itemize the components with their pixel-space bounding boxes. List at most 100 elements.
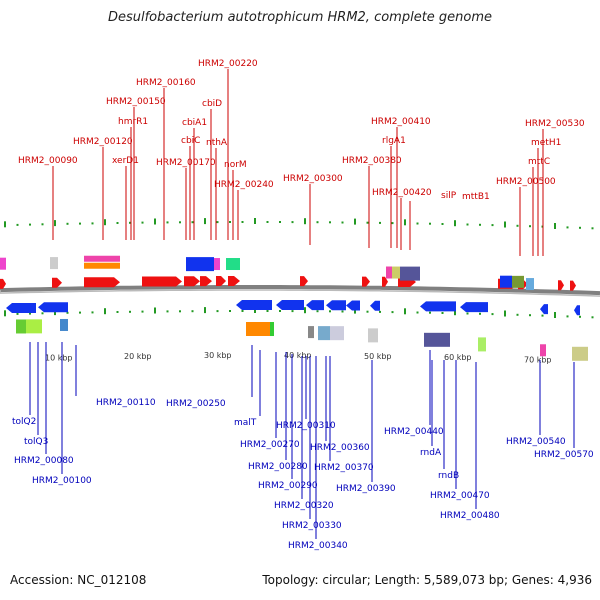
reverse-gene-label: HRM2_00280 [248, 462, 308, 472]
reverse-gene-label: HRM2_00340 [288, 541, 348, 551]
reverse-tick-mark [454, 309, 456, 316]
gene-feature-box [214, 258, 220, 271]
forward-tick-mark [441, 223, 444, 225]
gene-feature-box [386, 266, 392, 279]
forward-tick-mark [391, 222, 394, 225]
reverse-gene-label: HRM2_00320 [274, 501, 334, 511]
scale-label: 40 kbp [284, 351, 312, 360]
forward-gene-label: rlgA1 [382, 136, 406, 146]
reverse-gene-arrow [420, 301, 456, 312]
gene-feature-box [84, 262, 120, 269]
reverse-tick-mark [191, 310, 194, 313]
forward-gene-label: hmrR1 [118, 117, 148, 127]
reverse-tick-mark [404, 308, 406, 315]
reverse-tick-mark [41, 312, 44, 315]
reverse-tick-mark [416, 311, 419, 314]
forward-gene-label: cbiD [202, 99, 222, 109]
forward-gene-label: nthA [206, 138, 228, 148]
gene-feature-box [226, 258, 240, 271]
reverse-gene-arrow [574, 305, 580, 316]
forward-gene-label: HRM2_00300 [283, 174, 343, 184]
reverse-tick-mark [379, 310, 381, 313]
reverse-tick-mark [66, 311, 69, 314]
reverse-gene-label: malT [234, 418, 257, 428]
reverse-tick-mark [79, 311, 81, 314]
gene-feature-box [60, 318, 68, 331]
forward-tick-mark [279, 221, 281, 223]
forward-tick-mark [16, 223, 19, 226]
forward-gene-arrow [362, 276, 370, 287]
forward-tick-mark [341, 221, 344, 224]
forward-tick-mark [54, 220, 56, 227]
forward-tick-mark [129, 221, 131, 224]
forward-tick-mark [191, 221, 194, 224]
forward-gene-arrow [84, 277, 120, 288]
reverse-tick-mark [504, 310, 506, 317]
reverse-tick-mark [579, 315, 581, 318]
reverse-tick-mark [541, 314, 544, 317]
reverse-gene-arrow [460, 302, 488, 313]
gene-feature-box [424, 332, 450, 347]
scale-label: 20 kbp [124, 352, 152, 361]
forward-gene-label: HRM2_00090 [18, 156, 78, 166]
reverse-tick-mark [279, 310, 281, 312]
reverse-gene-label: HRM2_00360 [310, 443, 370, 453]
forward-gene-label: HRM2_00160 [136, 78, 196, 88]
reverse-tick-mark [154, 307, 156, 314]
forward-tick-mark [379, 221, 381, 224]
reverse-gene-label: rndB [438, 471, 459, 481]
gene-feature-box [512, 275, 524, 288]
forward-tick-mark [166, 221, 169, 224]
reverse-gene-label: HRM2_00470 [430, 491, 490, 501]
forward-tick-mark [591, 227, 594, 230]
reverse-tick-mark [166, 310, 169, 313]
reverse-gene-arrow [276, 300, 304, 311]
reverse-tick-mark [554, 312, 556, 318]
reverse-gene-label: rndA [420, 448, 442, 458]
forward-tick-mark [429, 222, 431, 225]
forward-tick-mark [179, 221, 181, 224]
genome-backbone [0, 285, 600, 296]
forward-tick-mark [91, 222, 94, 225]
forward-tick-mark [529, 225, 531, 228]
gene-feature-box [330, 326, 344, 341]
reverse-tick-mark [141, 310, 144, 313]
forward-tick-mark [241, 221, 244, 223]
reverse-gene-label: HRM2_00440 [384, 427, 444, 437]
gene-feature-box [540, 344, 546, 357]
reverse-gene-label: HRM2_00390 [336, 484, 396, 494]
reverse-gene-arrow [346, 300, 360, 311]
forward-tick-mark [204, 218, 206, 225]
forward-tick-mark [416, 222, 419, 225]
reverse-tick-mark [16, 312, 19, 315]
reverse-gene-label: HRM2_00570 [534, 450, 594, 460]
gene-feature-box [270, 322, 274, 337]
reverse-gene-arrow [38, 302, 68, 313]
forward-gene-label: HRM2_00410 [371, 117, 431, 127]
reverse-tick-mark [229, 310, 231, 312]
reverse-tick-mark [366, 310, 369, 313]
scale-label: 30 kbp [204, 351, 232, 360]
gene-feature-box [0, 257, 6, 270]
reverse-gene-arrow [306, 300, 324, 311]
reverse-gene-label: tolQ3 [24, 437, 48, 447]
forward-gene-label: mttC [528, 157, 550, 167]
genome-summary: Topology: circular; Length: 5,589,073 bp… [262, 573, 592, 587]
reverse-tick-mark [4, 310, 6, 317]
forward-gene-label: HRM2_00220 [198, 59, 258, 69]
gene-feature-box [400, 266, 420, 281]
reverse-tick-mark [179, 310, 181, 313]
forward-gene-label: HRM2_00150 [106, 97, 166, 107]
forward-gene-label: norM [224, 160, 247, 170]
forward-tick-mark [554, 223, 556, 229]
forward-gene-label: metH1 [531, 138, 561, 148]
gene-feature-box [572, 346, 588, 361]
reverse-gene-label: HRM2_00330 [282, 521, 342, 531]
forward-gene-label: xerD1 [112, 156, 139, 166]
reverse-tick-mark [591, 316, 594, 319]
reverse-gene-label: HRM2_00370 [314, 463, 374, 473]
reverse-tick-mark [566, 315, 569, 318]
reverse-gene-arrow [540, 304, 548, 315]
gene-feature-box [526, 278, 534, 291]
gene-feature-box [84, 255, 120, 262]
